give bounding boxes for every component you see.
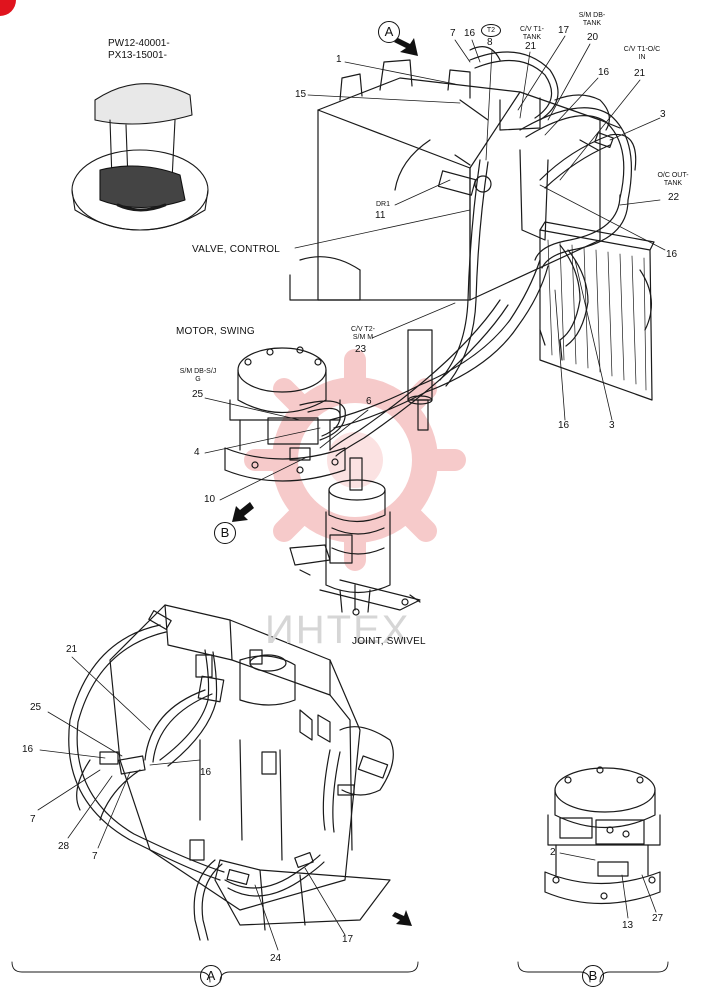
swivel-joint-drawing xyxy=(289,457,421,616)
callout-17-view-a: 17 xyxy=(342,934,354,945)
view-b-arrow-icon xyxy=(232,502,254,522)
callout-22: 22 xyxy=(668,192,680,203)
callout-10: 10 xyxy=(204,494,216,505)
callout-21-a: 21 xyxy=(525,41,537,52)
callout-16-view-a-left: 16 xyxy=(22,744,34,755)
model-range-2: PX13-15001- xyxy=(108,50,167,61)
callout-7-view-a-left: 7 xyxy=(30,814,36,825)
callout-20: 20 xyxy=(587,32,599,43)
callout-8: 8 xyxy=(487,37,493,48)
callout-24: 24 xyxy=(270,953,282,964)
callout-16-view-a-mid: 16 xyxy=(200,767,212,778)
callout-25-top: 25 xyxy=(192,389,204,400)
view-brackets xyxy=(11,961,669,983)
callout-11: 11 xyxy=(375,210,386,221)
callout-16-top: 16 xyxy=(464,28,476,39)
callout-3-lower: 3 xyxy=(609,420,615,431)
hose-label-oc-out-tank: O/C OUT-TANK xyxy=(657,172,689,188)
callout-7-top: 7 xyxy=(450,28,456,39)
view-a-arrow-icon xyxy=(394,38,418,56)
callout-28: 28 xyxy=(58,841,70,852)
motor-swing-label: MOTOR, SWING xyxy=(176,326,255,337)
callout-13: 13 xyxy=(622,920,634,931)
callout-6: 6 xyxy=(366,396,372,407)
callout-16-lower: 16 xyxy=(558,420,570,431)
hose-label-sm-db-tank: S/M DB-TANK xyxy=(578,12,606,28)
callout-7-view-a-right: 7 xyxy=(92,851,98,862)
joint-swivel-label: JOINT, SWIVEL xyxy=(352,636,426,647)
hose-label-cv-t1-oc-in: C/V T1-O/C IN xyxy=(623,46,661,62)
direction-arrow-icon xyxy=(392,910,412,926)
swing-motor-drawing xyxy=(224,346,346,482)
hose-label-dr1: DR1 xyxy=(375,201,390,208)
oil-cooler-drawing xyxy=(539,221,655,401)
callout-16-right: 16 xyxy=(666,249,678,260)
callout-1: 1 xyxy=(336,54,342,65)
callout-21-view-a: 21 xyxy=(66,644,78,655)
callout-25-view-a: 25 xyxy=(30,702,42,713)
valve-control-label: VALVE, CONTROL xyxy=(192,244,281,255)
corner-mark xyxy=(0,0,16,16)
model-range-1: PW12-40001- xyxy=(108,38,170,49)
callout-27: 27 xyxy=(652,913,664,924)
callout-17-top: 17 xyxy=(558,25,570,36)
hose-label-cv-t1-tank: C/V T1-TANK xyxy=(520,26,544,42)
hoses-top xyxy=(329,46,637,457)
hose-label-sm-db-sj-g: S/M DB-S/J G xyxy=(179,368,217,384)
callout-2: 2 xyxy=(550,847,556,858)
callout-4: 4 xyxy=(194,447,200,458)
callout-21-b: 21 xyxy=(634,68,646,79)
view-a-marker: A xyxy=(378,21,400,43)
callout-15: 15 xyxy=(295,89,307,100)
callout-16-upper: 16 xyxy=(598,67,610,78)
view-a-caption: A xyxy=(200,965,222,987)
excavator-thumbnail xyxy=(71,83,209,231)
watermark-text: ИНТЕХ xyxy=(265,608,411,652)
callout-3-top: 3 xyxy=(660,109,666,120)
leader-lines xyxy=(37,35,666,951)
t2-port-marker: T2 xyxy=(481,24,501,37)
callout-23: 23 xyxy=(355,344,367,355)
view-b-marker: B xyxy=(214,522,236,544)
hoses-view-a xyxy=(68,610,341,941)
view-a-valve-drawing xyxy=(109,604,394,931)
view-arrows xyxy=(232,38,418,926)
hose-label-cv-t2-sm-m: C/V T2-S/M M xyxy=(351,326,375,342)
view-b-caption: B xyxy=(582,965,604,987)
view-b-motor-drawing xyxy=(544,766,661,905)
